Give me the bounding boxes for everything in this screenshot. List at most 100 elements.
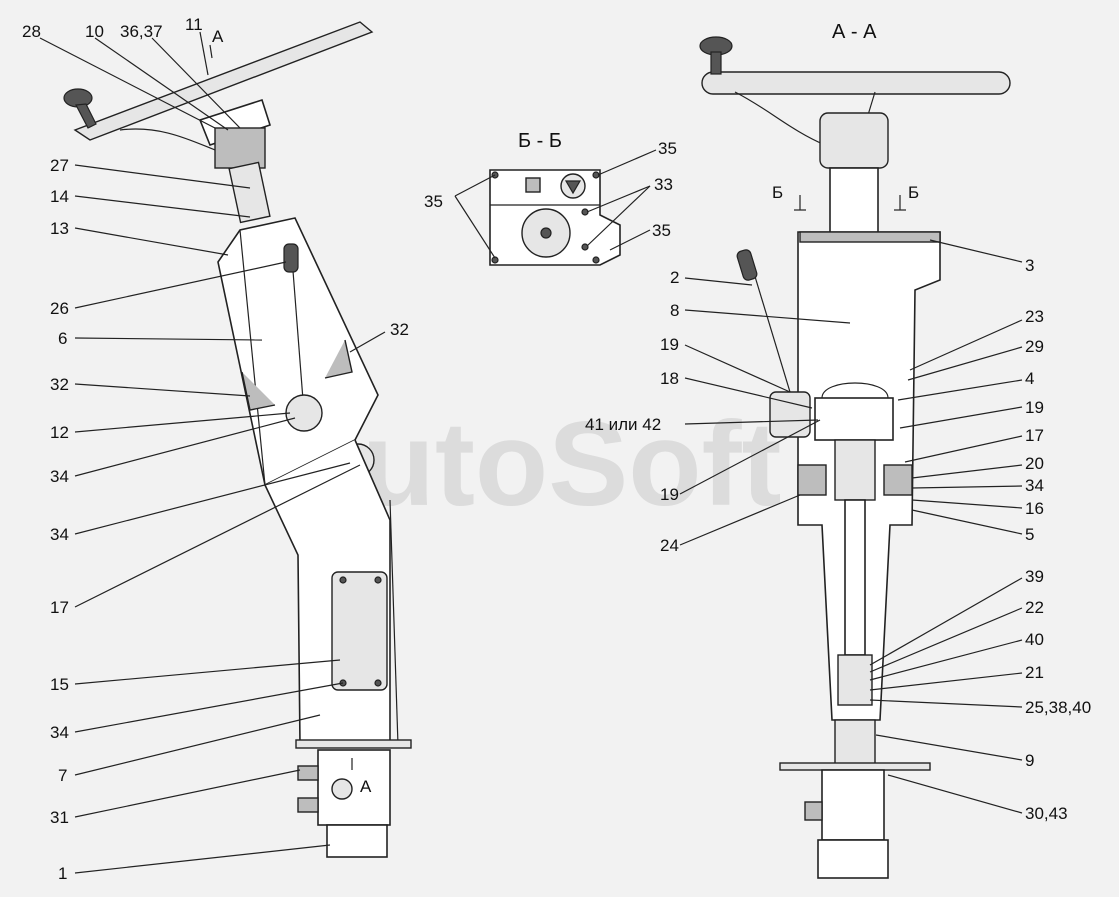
pump-motor bbox=[817, 839, 889, 879]
callout: 26 bbox=[50, 299, 69, 318]
callout: 11 bbox=[185, 15, 203, 34]
callout: 35 bbox=[658, 139, 677, 158]
pump-port bbox=[804, 801, 823, 821]
callout: 19 bbox=[660, 485, 679, 504]
bolt bbox=[374, 679, 382, 687]
callout: 19 bbox=[660, 335, 679, 354]
bearing-left bbox=[797, 464, 827, 496]
pump-body bbox=[821, 769, 885, 841]
callout: 41 или 42 bbox=[585, 415, 661, 434]
callout: 36,37 bbox=[120, 22, 163, 41]
callout: 17 bbox=[50, 598, 69, 617]
callout: 33 bbox=[654, 175, 673, 194]
callout: 21 bbox=[1025, 663, 1044, 682]
knob-stem bbox=[710, 51, 722, 75]
clip-32-left bbox=[241, 371, 276, 411]
lower-shaft bbox=[844, 499, 866, 656]
right-leaders bbox=[679, 239, 1023, 814]
callout: 31 bbox=[50, 808, 69, 827]
steering-wheel-rim-front bbox=[701, 71, 1011, 95]
hydraulic-unit bbox=[317, 749, 391, 826]
joint-upper bbox=[834, 439, 876, 501]
coupling bbox=[834, 719, 876, 766]
callout: 13 bbox=[50, 219, 69, 238]
top-plate-3 bbox=[799, 231, 941, 243]
callout: 17 bbox=[1025, 426, 1044, 445]
section-bb-view: Б - Б bbox=[454, 130, 657, 266]
section-bb-title: Б - Б bbox=[518, 130, 562, 152]
callout: 28 bbox=[22, 22, 41, 41]
wheel-spoke bbox=[119, 128, 216, 151]
bolt bbox=[339, 576, 347, 584]
section-label-a-top: А bbox=[212, 27, 224, 46]
callout-labels: 28 10 36,37 11 27 14 13 26 6 32 32 12 34… bbox=[22, 15, 1091, 883]
pivot-block bbox=[814, 397, 894, 441]
callout: 27 bbox=[50, 156, 69, 175]
section-label-a-bottom: А bbox=[360, 777, 372, 796]
callout: 22 bbox=[1025, 598, 1044, 617]
housing-edge bbox=[239, 229, 266, 486]
steering-wheel-rim bbox=[73, 21, 374, 141]
joint-lower bbox=[837, 654, 873, 706]
callout: 5 bbox=[1025, 525, 1034, 544]
triangle-icon bbox=[564, 180, 582, 195]
callout: 34 bbox=[50, 525, 69, 544]
callout: 24 bbox=[660, 536, 679, 555]
callout: 19 bbox=[1025, 398, 1044, 417]
lever-front bbox=[749, 259, 791, 393]
callout: 29 bbox=[1025, 337, 1044, 356]
callout: 2 bbox=[670, 268, 679, 287]
callout: 34 bbox=[50, 723, 69, 742]
wheel-knob-stem bbox=[75, 103, 97, 129]
lower-column-edge bbox=[389, 499, 399, 746]
callout: 16 bbox=[1025, 499, 1044, 518]
callout: 35 bbox=[652, 221, 671, 240]
base-plate bbox=[779, 762, 931, 771]
callout: 6 bbox=[58, 329, 67, 348]
callout: 34 bbox=[1025, 476, 1044, 495]
callout: 9 bbox=[1025, 751, 1034, 770]
callout: 32 bbox=[390, 320, 409, 339]
port-plug bbox=[331, 778, 353, 800]
callout: 12 bbox=[50, 423, 69, 442]
callout: 7 bbox=[58, 766, 67, 785]
callout: 8 bbox=[670, 301, 679, 320]
pivot-bracket bbox=[821, 382, 889, 399]
port bbox=[297, 797, 319, 813]
bolt bbox=[374, 576, 382, 584]
base-flange bbox=[295, 739, 412, 749]
callout: 23 bbox=[1025, 307, 1044, 326]
clip-32-right bbox=[324, 339, 353, 379]
section-mark bbox=[209, 44, 213, 59]
callout: 35 bbox=[424, 192, 443, 211]
switch-18 bbox=[769, 391, 811, 438]
lever-knob-front bbox=[736, 249, 758, 281]
shaft-upper bbox=[228, 161, 271, 224]
left-leaders bbox=[39, 31, 386, 874]
right-view: А - А Б Б bbox=[699, 21, 1011, 879]
bb-square-icon bbox=[525, 177, 541, 193]
callout: 20 bbox=[1025, 454, 1044, 473]
callout: 3 bbox=[1025, 256, 1034, 275]
lever-rod bbox=[291, 257, 304, 401]
inspection-cover-15 bbox=[331, 571, 388, 691]
section-label-b-left: Б bbox=[772, 183, 783, 202]
callout: 25,38,40 bbox=[1025, 698, 1091, 717]
motor-base bbox=[326, 824, 388, 858]
callout: 4 bbox=[1025, 369, 1034, 388]
callout: 1 bbox=[58, 864, 67, 883]
callout: 39 bbox=[1025, 567, 1044, 586]
section-label-b-right: Б bbox=[908, 183, 919, 202]
bearing-right bbox=[883, 464, 913, 496]
section-aa-title: А - А bbox=[832, 21, 877, 43]
callout: 18 bbox=[660, 369, 679, 388]
hub-nut bbox=[214, 127, 266, 169]
hub-front bbox=[819, 112, 889, 169]
callout: 14 bbox=[50, 187, 69, 206]
front-spoke bbox=[734, 91, 826, 146]
bb-round-center bbox=[540, 227, 552, 239]
lever-knob bbox=[283, 243, 299, 273]
callout: 32 bbox=[50, 375, 69, 394]
callout: 30,43 bbox=[1025, 804, 1068, 823]
